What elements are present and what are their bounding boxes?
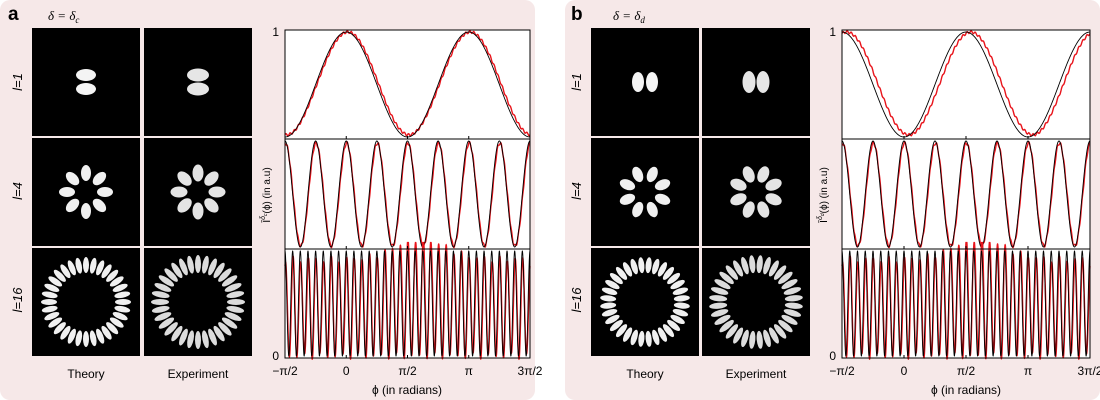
experiment-ring-l16 — [151, 255, 245, 349]
x-tick-label: π/2 — [398, 364, 417, 378]
row-label-l1: l=1 — [10, 73, 25, 91]
experiment-petals-l4 — [730, 166, 782, 218]
panel-b: b δ = δd l=1 l=4 l=16 — [565, 0, 1100, 400]
y-axis-label: Īδd(ϕ) (in a.u) — [817, 167, 830, 223]
column-label-theory: Theory — [67, 367, 104, 381]
row-label-l1: l=1 — [569, 73, 584, 91]
experiment-image-l1 — [144, 28, 252, 136]
experiment-petals-l4 — [170, 164, 226, 220]
experiment-image-l16 — [702, 248, 810, 356]
row-label-l16: l=16 — [569, 287, 584, 313]
x-axis-label: ϕ (in radians) — [372, 383, 442, 397]
x-tick-label: π/2 — [957, 364, 976, 378]
svg-text:l=16: l=16 — [10, 287, 25, 313]
x-tick-label: −π/2 — [829, 364, 855, 378]
theory-column — [32, 28, 140, 356]
y-tick-label: 1 — [829, 25, 836, 39]
experiment-curve-l1 — [841, 29, 1091, 137]
column-label-theory: Theory — [626, 367, 663, 381]
theory-curve-l16 — [841, 250, 1091, 357]
panel-letter: b — [571, 4, 583, 25]
experiment-curve-l1 — [284, 30, 531, 137]
theory-column — [591, 28, 699, 356]
svg-text:l=4: l=4 — [569, 182, 584, 200]
x-tick-label: π — [465, 364, 473, 378]
theory-lobes-l1 — [632, 72, 658, 92]
column-label-experiment: Experiment — [168, 367, 229, 381]
experiment-column — [702, 28, 810, 356]
row-label-l4: l=4 — [10, 182, 25, 200]
theory-image-l1 — [591, 28, 699, 136]
experiment-ring-l16 — [709, 255, 803, 349]
panel-a: a δ = δc l=1 l=4 l=16 — [0, 0, 543, 400]
theory-curve-l4 — [284, 140, 531, 248]
experiment-curve-l4 — [841, 140, 1091, 249]
y-tick-label: 1 — [272, 25, 279, 39]
x-tick-label: 3π/2 — [1078, 364, 1100, 378]
curves-b — [841, 29, 1091, 361]
panel-letter: a — [8, 4, 19, 25]
svg-text:l=1: l=1 — [569, 73, 584, 91]
theory-image-l4 — [591, 138, 699, 246]
row-label-l4: l=4 — [569, 182, 584, 200]
panel-b-figure: b δ = δd l=1 l=4 l=16 — [569, 4, 1100, 397]
y-tick-label: 0 — [272, 349, 279, 363]
theory-curve-l16 — [284, 250, 531, 357]
theory-ring-l16 — [600, 257, 690, 347]
theory-lobes-l1 — [76, 69, 96, 95]
experiment-image-l4 — [144, 138, 252, 246]
y-axis-label: Īδc(ϕ) (in a.u) — [260, 167, 273, 222]
x-tick-label: −π/2 — [272, 364, 298, 378]
x-axis-label: ϕ (in radians) — [931, 383, 1001, 397]
column-label-experiment: Experiment — [726, 367, 787, 381]
x-tick-label: 0 — [343, 364, 350, 378]
svg-text:l=1: l=1 — [10, 73, 25, 91]
curves-a — [284, 30, 531, 361]
x-tick-label: 0 — [901, 364, 908, 378]
experiment-lobes-l1 — [187, 68, 209, 96]
theory-image-l16 — [591, 248, 699, 356]
theory-petals-l4 — [59, 165, 113, 219]
experiment-column — [144, 28, 252, 356]
theory-image-l1 — [32, 28, 140, 136]
x-tick-label: π — [1024, 364, 1032, 378]
theory-petals-l4 — [619, 166, 671, 218]
theory-curve-l1 — [841, 31, 1091, 138]
y-tick-label: 0 — [829, 349, 836, 363]
x-tick-label: 3π/2 — [518, 364, 543, 378]
experiment-curve-l4 — [284, 140, 531, 249]
delta-label: δ = δc — [48, 8, 79, 25]
experiment-image-l1 — [702, 28, 810, 136]
experiment-lobes-l1 — [742, 71, 770, 93]
panel-a-figure: a δ = δc l=1 l=4 l=16 — [8, 4, 543, 397]
row-label-l16: l=16 — [10, 287, 25, 313]
svg-text:l=16: l=16 — [569, 287, 584, 313]
theory-curve-l4 — [841, 140, 1091, 248]
theory-image-l4 — [32, 138, 140, 246]
experiment-image-l4 — [702, 138, 810, 246]
delta-label: δ = δd — [613, 8, 645, 25]
svg-text:l=4: l=4 — [10, 182, 25, 200]
theory-ring-l16 — [41, 257, 131, 347]
